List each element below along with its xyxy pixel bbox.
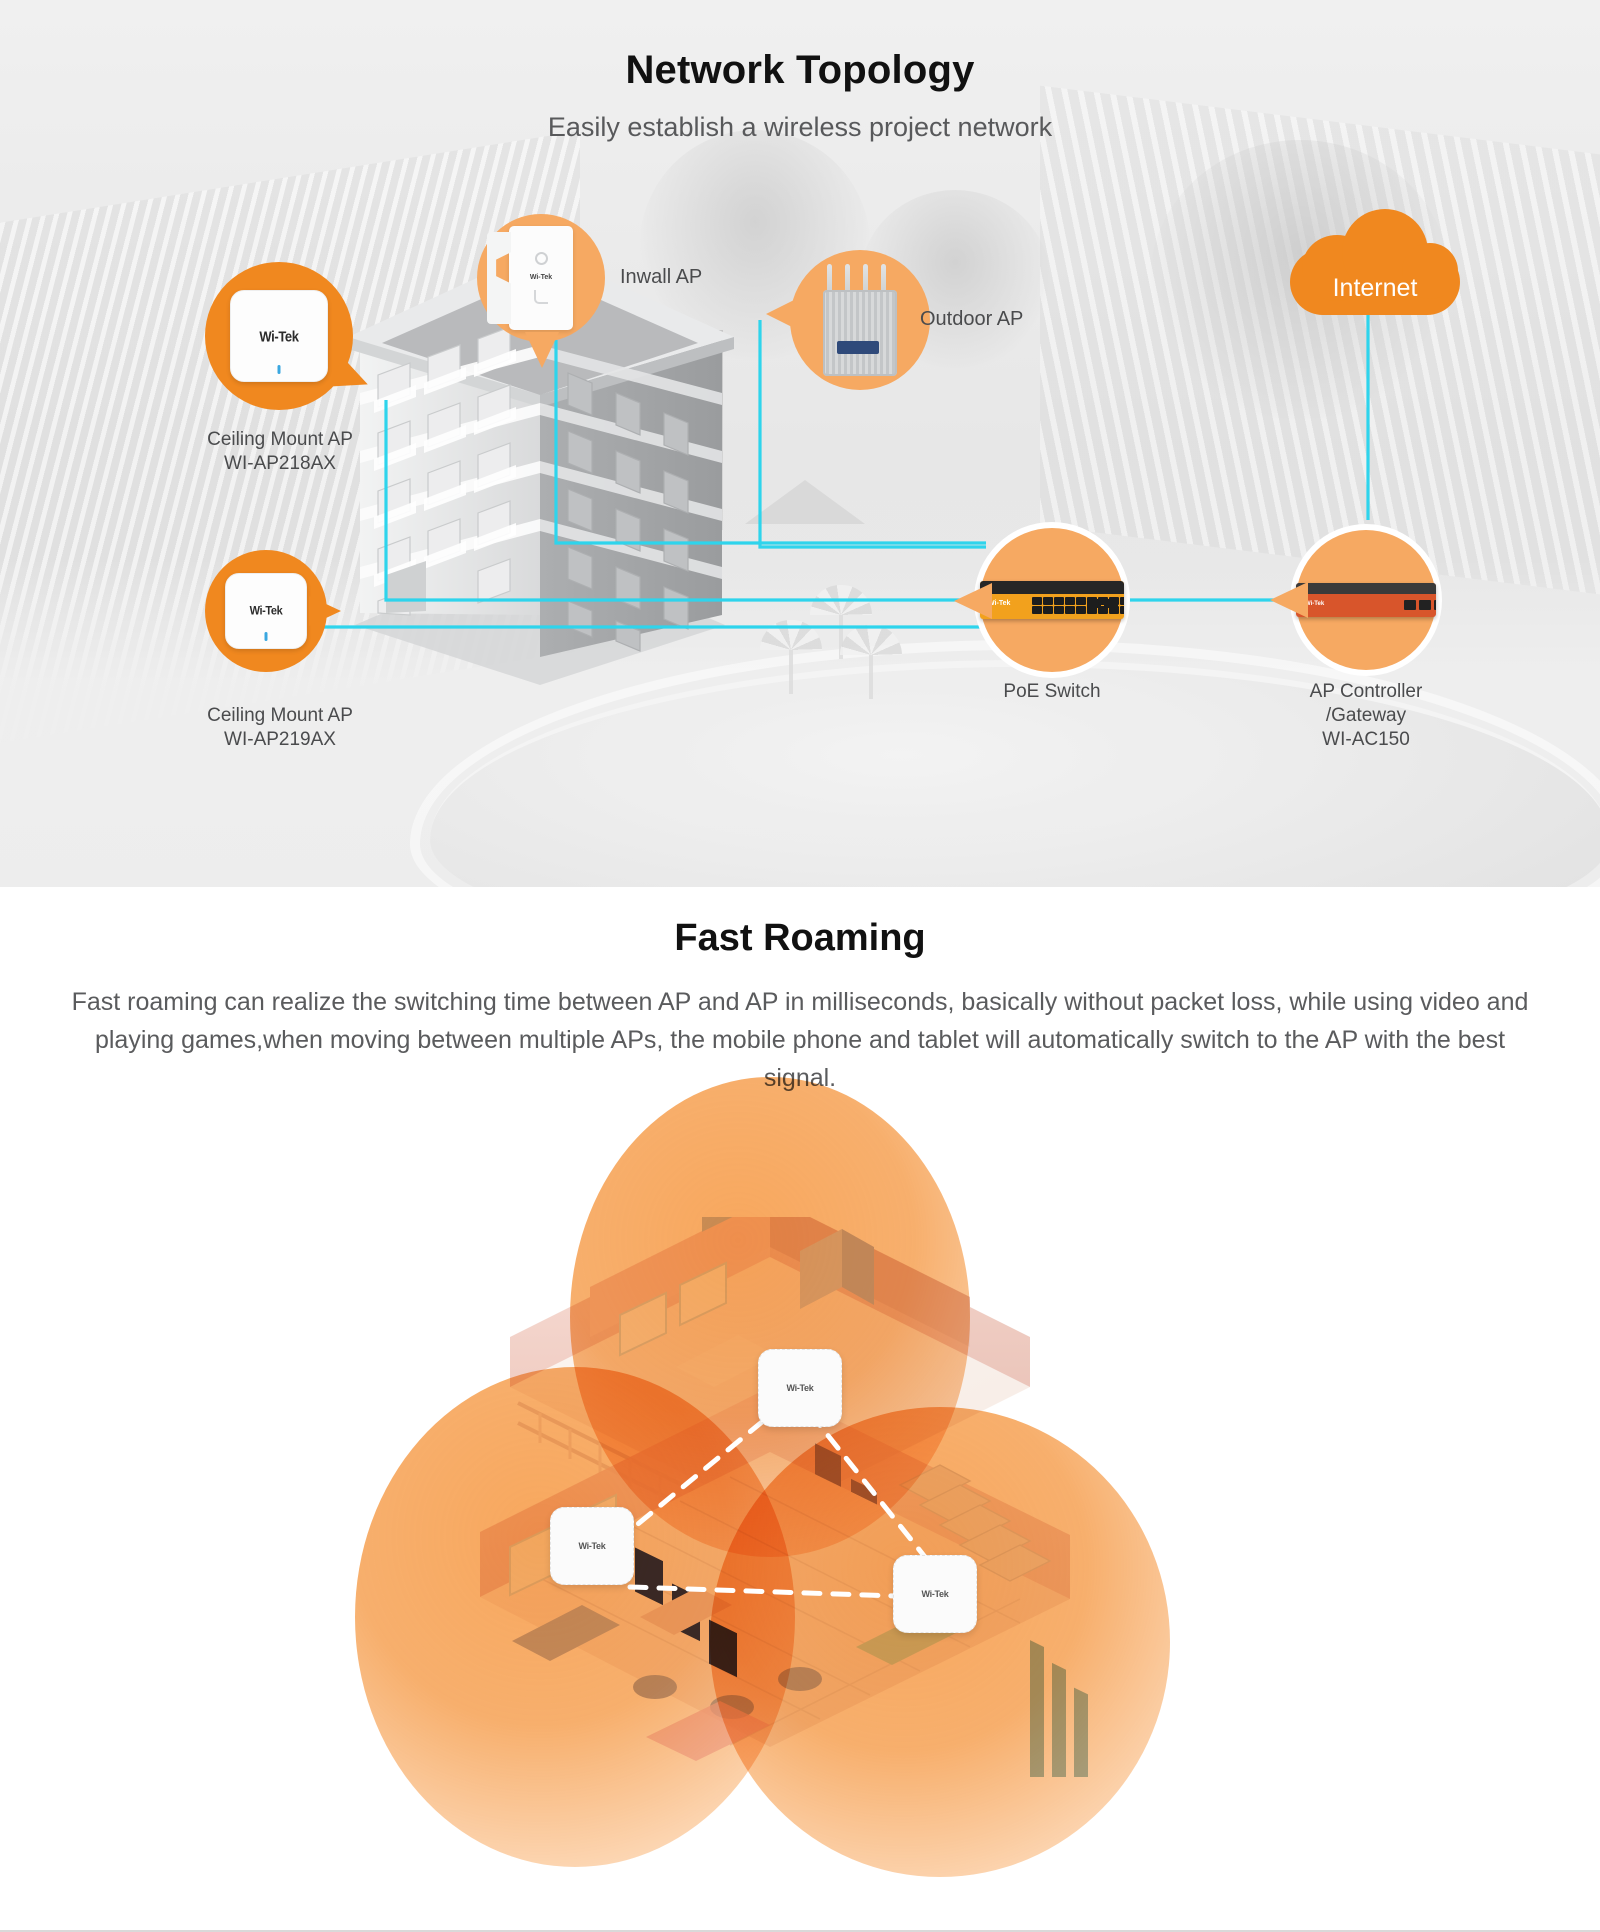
fast-roaming-description: Fast roaming can realize the switching t… <box>71 988 1529 1092</box>
node-ceiling-ap-218[interactable]: Wi-Tek <box>205 262 374 410</box>
witek-logo-roam-1: Wi-Tek <box>786 1383 814 1393</box>
fast-roaming-title: Fast Roaming <box>674 917 926 959</box>
building-illustration <box>348 249 734 685</box>
outdoor-ap-device-image <box>817 264 903 376</box>
roaming-links <box>613 1410 928 1600</box>
node-outdoor-ap[interactable] <box>766 250 930 390</box>
bubble-tail <box>309 596 341 626</box>
footer-divider <box>0 1930 1600 1932</box>
ap-device-image-2: Wi-Tek <box>225 573 307 649</box>
gateway-device-image: Wi-Tek <box>1296 583 1436 617</box>
node-ceiling-ap-219[interactable]: Wi-Tek <box>205 550 341 672</box>
bubble-tail <box>525 332 559 368</box>
label-outdoor-ap: Outdoor AP <box>920 308 1024 330</box>
page-subtitle: Easily establish a wireless project netw… <box>547 112 1053 142</box>
label-poe-switch: PoE Switch <box>1003 681 1101 702</box>
witek-logo-2: Wi-Tek <box>249 604 283 618</box>
network-topology-section: Network Topology Easily establish a wire… <box>0 0 1600 887</box>
bubble-tail <box>766 296 802 332</box>
label-ap-controller: AP Controller /Gateway WI-AC150 <box>1309 681 1423 750</box>
node-internet-cloud[interactable]: Internet <box>1290 205 1460 315</box>
node-poe-switch[interactable]: Wi-Tek <box>954 528 1124 672</box>
witek-logo-gateway: Wi-Tek <box>1305 601 1325 607</box>
roaming-ap-left[interactable]: Wi-Tek <box>550 1507 634 1585</box>
bubble-tail <box>1270 582 1308 618</box>
bubble-tail <box>954 583 992 619</box>
node-ap-controller[interactable]: Wi-Tek <box>1270 530 1436 670</box>
network-link-lines <box>290 305 1370 629</box>
witek-logo: Wi-Tek <box>259 327 299 345</box>
label-ceiling-ap-218: Ceiling Mount AP WI-AP218AX <box>207 429 353 474</box>
page-title: Network Topology <box>625 48 975 92</box>
witek-logo-mini: Wi-Tek <box>529 274 553 281</box>
internet-label: Internet <box>1332 274 1418 302</box>
roaming-ap-right[interactable]: Wi-Tek <box>893 1555 977 1633</box>
roaming-ap-top[interactable]: Wi-Tek <box>758 1349 842 1427</box>
witek-logo-roam-2: Wi-Tek <box>578 1541 606 1551</box>
inwall-ap-device-image: Wi-Tek <box>487 226 573 330</box>
poe-switch-device-image: Wi-Tek <box>980 581 1124 619</box>
node-inwall-ap[interactable]: Wi-Tek <box>477 214 605 368</box>
label-inwall-ap: Inwall AP <box>620 266 703 288</box>
fast-roaming-illustration: Wi-Tek Wi-Tek Wi-Tek <box>355 1077 1220 1887</box>
label-ceiling-ap-219: Ceiling Mount AP WI-AP219AX <box>207 705 353 750</box>
coverage-area-3 <box>710 1407 1170 1877</box>
ap-device-image: Wi-Tek <box>230 290 328 382</box>
witek-logo-roam-3: Wi-Tek <box>921 1589 949 1599</box>
witek-logo-switch: Wi-Tek <box>988 600 1011 607</box>
fast-roaming-section: Fast Roaming Fast roaming can realize th… <box>0 887 1600 1932</box>
